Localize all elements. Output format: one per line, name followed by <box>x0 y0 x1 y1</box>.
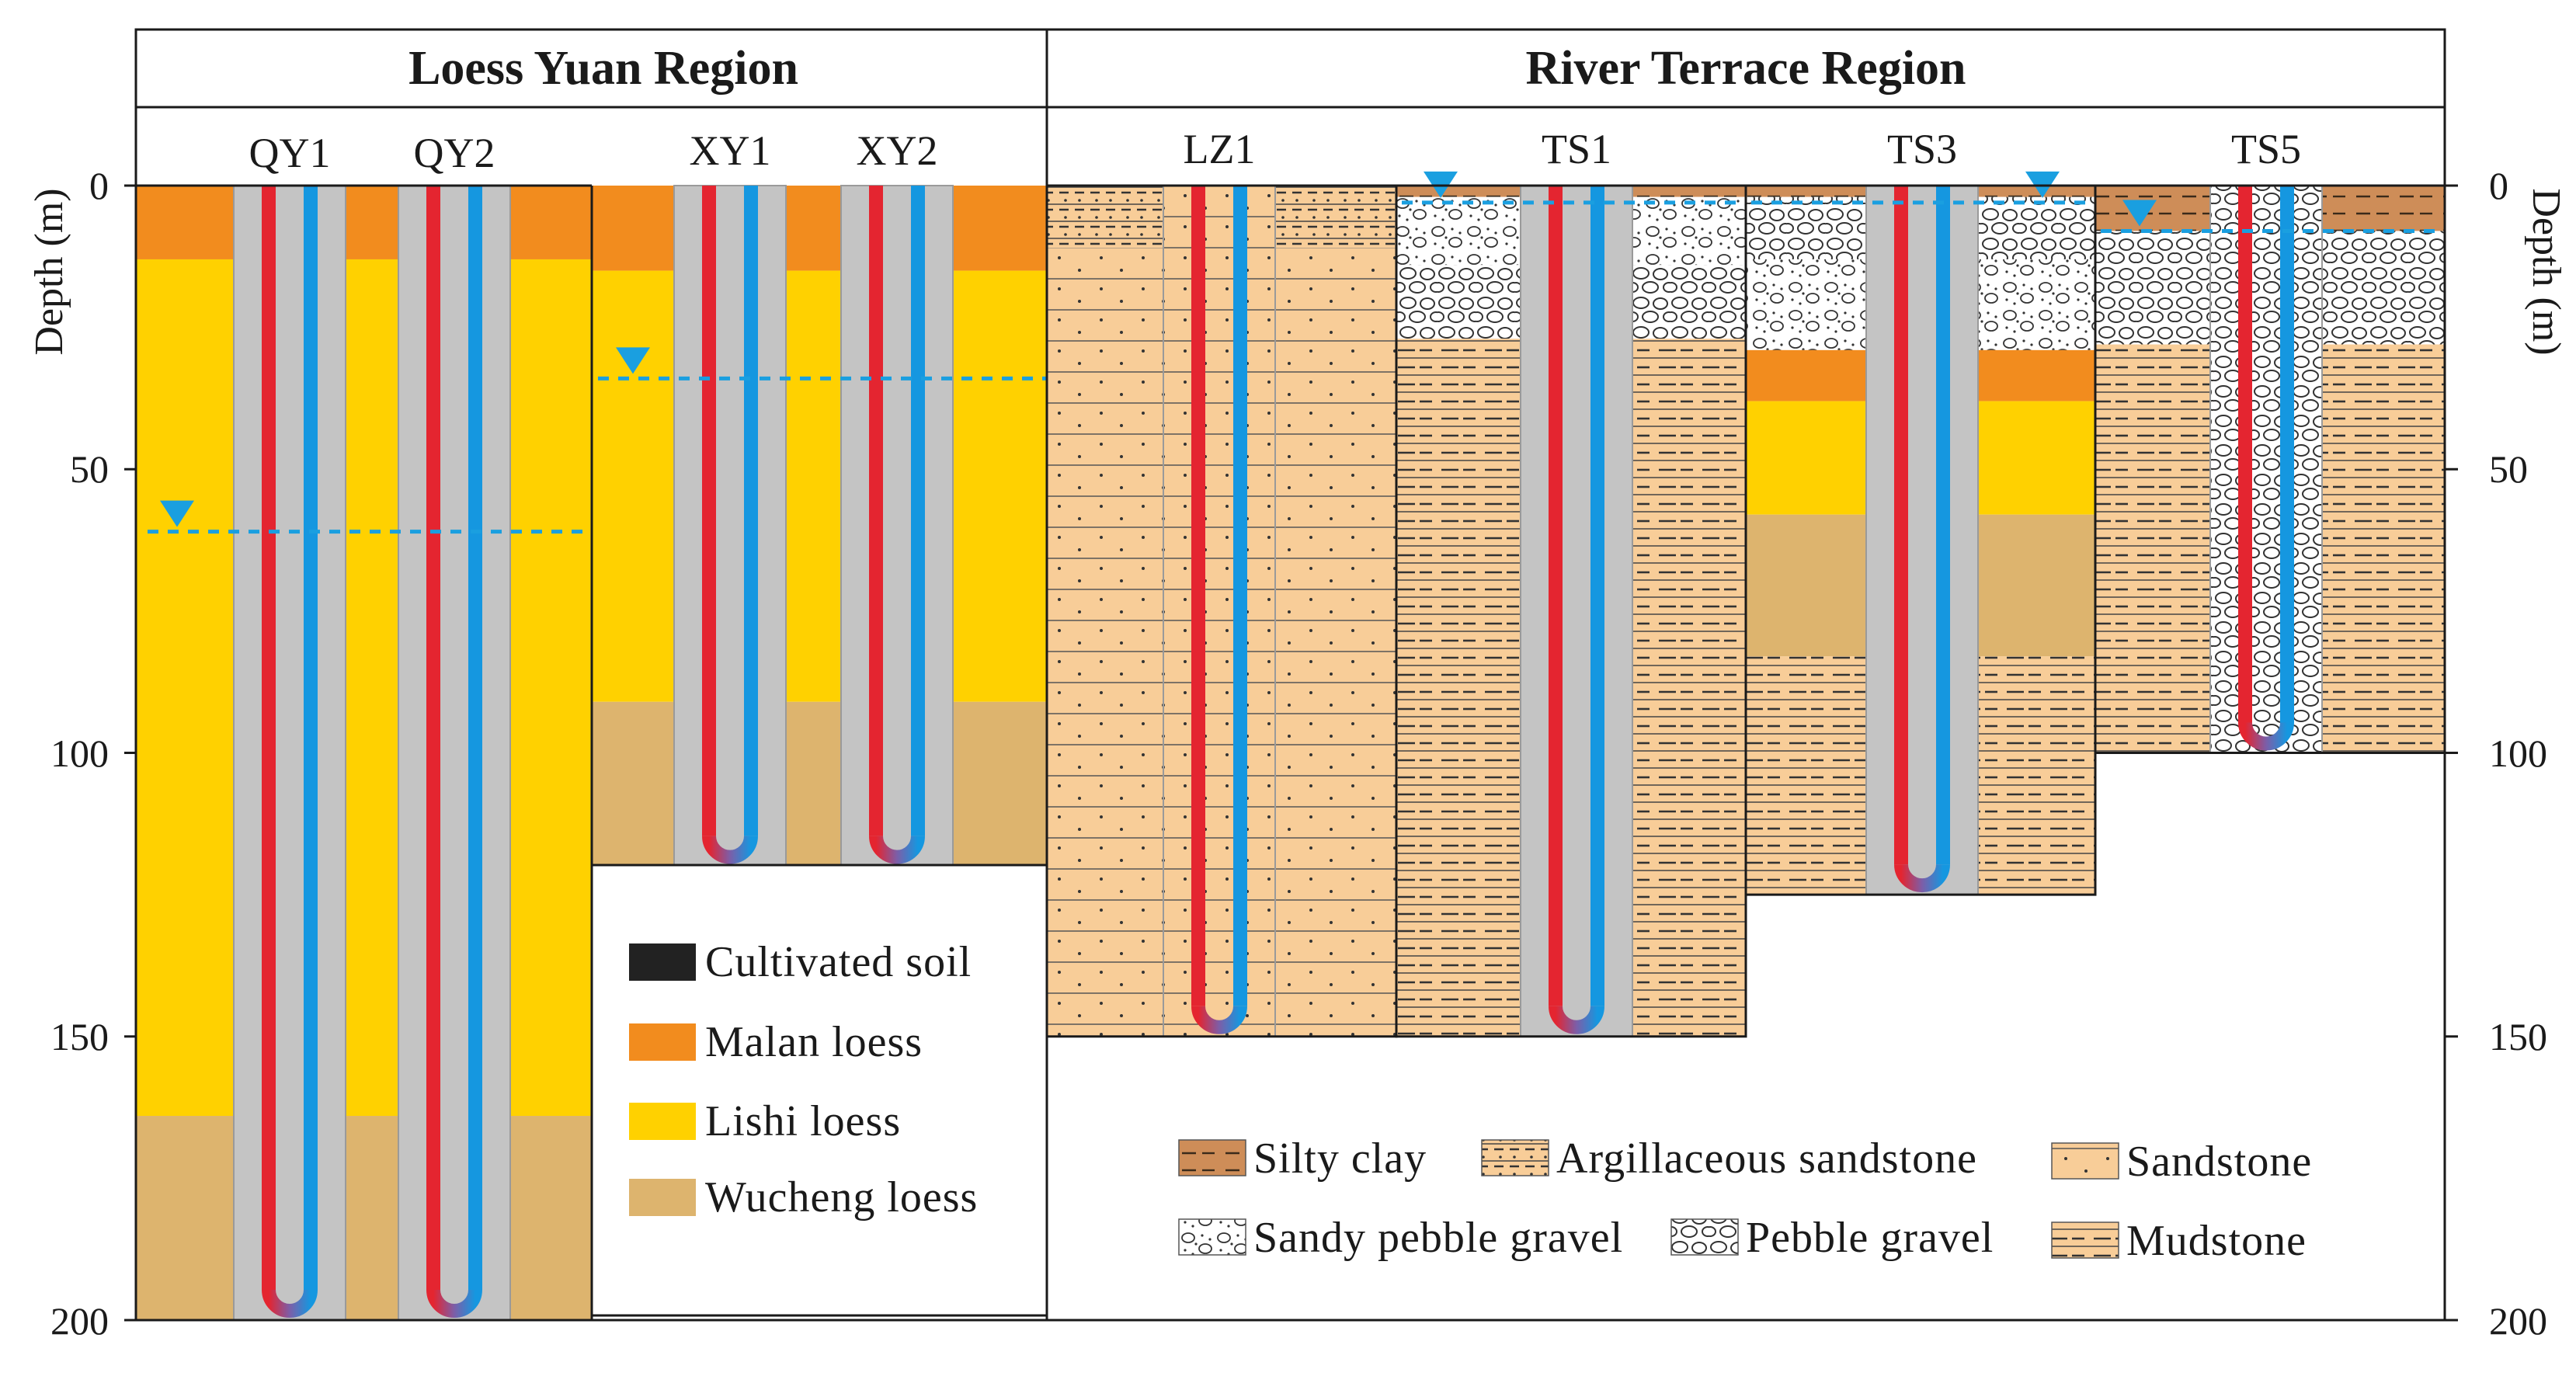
xy-wucheng-loess-layer <box>592 701 1047 867</box>
legend-label-sandy-pebble-gravel: Sandy pebble gravel <box>1253 1214 1623 1262</box>
right-tick-50: 50 <box>2489 447 2528 491</box>
legend-label-cultivated-soil: Cultivated soil <box>705 938 972 986</box>
legend-label-malan-loess: Malan loess <box>705 1018 923 1066</box>
borehole-label-xy2: XY2 <box>857 127 938 174</box>
legend-swatch-argillaceous-sandstone <box>1481 1139 1549 1176</box>
u-bend-ts5 <box>2238 721 2294 751</box>
borehole-label-qy1: QY1 <box>249 130 331 176</box>
qy-lishi-loess-layer <box>136 259 592 1117</box>
u-bend-lz1 <box>1191 1006 1247 1034</box>
loess-region-title: Loess Yuan Region <box>408 42 798 95</box>
legend-swatch-malan-loess <box>629 1023 696 1061</box>
legend-label-silty-clay: Silty clay <box>1253 1135 1427 1183</box>
borehole-label-ts3: TS3 <box>1887 126 1957 172</box>
legend-label-sandstone: Sandstone <box>2126 1138 2312 1186</box>
loess-legend-box <box>590 864 1048 1317</box>
left-tick-50: 50 <box>70 447 109 491</box>
xy-lishi-loess-layer <box>592 270 1047 702</box>
legend-label-lishi-loess: Lishi loess <box>705 1097 901 1145</box>
legend-swatch-mudstone <box>2051 1221 2119 1259</box>
borehole-label-ts1: TS1 <box>1542 126 1611 172</box>
legend-label-wucheng-loess: Wucheng loess <box>705 1173 978 1221</box>
left-axis-title: Depth (m) <box>27 188 71 355</box>
legend-swatch-lishi-loess <box>629 1103 696 1140</box>
borehole-casing-ts5 <box>2209 185 2323 754</box>
water-table-marker-xy <box>616 347 650 374</box>
water-table-marker-ts5 <box>2122 200 2157 227</box>
right-tick-200: 200 <box>2489 1299 2547 1343</box>
qy-malan-loess-layer <box>136 186 592 259</box>
legend-label-mudstone: Mudstone <box>2126 1217 2307 1265</box>
u-bend-ts3 <box>1894 864 1950 893</box>
right-tick-100: 100 <box>2489 731 2547 775</box>
legend-swatch-wucheng-loess <box>629 1179 696 1216</box>
river-region-title: River Terrace Region <box>1525 42 1966 95</box>
legend-swatch-sandstone <box>2051 1142 2119 1180</box>
legend-swatch-silty-clay <box>1178 1139 1246 1176</box>
borehole-casing-ts3 <box>1865 185 1979 896</box>
borehole-label-lz1: LZ1 <box>1184 126 1256 172</box>
loess-legend: Cultivated soil Malan loess Lishi loess … <box>590 864 1048 1317</box>
borehole-casing-lz1 <box>1163 185 1276 1037</box>
legend-label-argillaceous-sandstone: Argillaceous sandstone <box>1556 1135 1977 1183</box>
u-bend-ts1 <box>1549 1006 1604 1034</box>
left-tick-200: 200 <box>50 1299 109 1343</box>
water-table-marker-qy <box>160 500 194 527</box>
legend-swatch-pebble-gravel <box>1670 1218 1739 1256</box>
borehole-casing-xy1 <box>673 185 787 867</box>
borehole-casing-qy1 <box>233 185 346 1321</box>
legend-swatch-sandy-pebble-gravel <box>1178 1218 1246 1256</box>
borehole-label-xy1: XY1 <box>690 127 771 174</box>
legend-label-pebble-gravel: Pebble gravel <box>1746 1214 1994 1262</box>
left-tick-0: 0 <box>89 164 109 207</box>
right-tick-150: 150 <box>2489 1015 2547 1058</box>
u-bend-qy1 <box>262 1289 318 1318</box>
right-tick-0: 0 <box>2489 164 2508 207</box>
xy-malan-loess-layer <box>592 186 1047 271</box>
qy-wucheng-loess-layer <box>136 1116 592 1320</box>
river-legend: Silty clay Argillaceous sandstone Sandst… <box>1178 1135 2312 1265</box>
borehole-label-qy2: QY2 <box>414 130 495 176</box>
borehole-label-ts5: TS5 <box>2231 126 2301 172</box>
borehole-casing-qy2 <box>398 185 511 1321</box>
left-tick-150: 150 <box>50 1015 109 1058</box>
borehole-casing-xy2 <box>840 185 954 867</box>
right-axis-title: Depth (m) <box>2524 188 2568 355</box>
u-bend-qy2 <box>426 1289 482 1318</box>
legend-swatch-cultivated-soil <box>629 943 696 981</box>
borehole-casing-ts1 <box>1520 185 1633 1037</box>
u-bend-xy2 <box>869 835 925 864</box>
left-tick-100: 100 <box>50 731 109 775</box>
u-bend-xy1 <box>702 835 758 864</box>
